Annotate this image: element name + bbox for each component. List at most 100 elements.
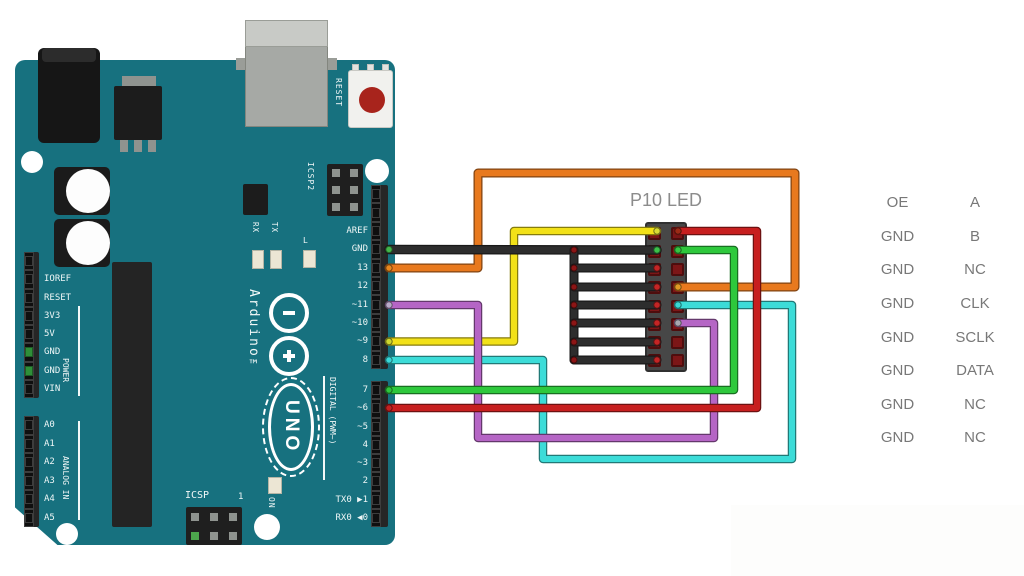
led-l-label: L (303, 236, 308, 245)
pin-hole[interactable] (371, 240, 381, 259)
wire-a-red-outline[interactable] (384, 226, 762, 413)
pin-hole[interactable] (371, 508, 381, 527)
digital-header-top[interactable] (371, 185, 388, 370)
pin-hole[interactable] (371, 399, 381, 418)
wire-gnd-black-main-outline[interactable] (384, 244, 662, 255)
p10-row-GND-DATA (647, 315, 685, 333)
logo-plus-icon (287, 350, 291, 362)
p10-pad-SCLK[interactable] (671, 299, 684, 313)
pin-hole[interactable] (24, 288, 34, 307)
digital-separator-line (323, 376, 325, 480)
p10-connector[interactable] (645, 222, 687, 372)
pin-hole[interactable] (24, 490, 34, 509)
pin-table-right-cell: NC (964, 261, 986, 279)
p10-pad-B[interactable] (671, 244, 684, 258)
wire-oe-yellow-outline[interactable] (384, 226, 662, 346)
wire-clk-orange[interactable] (385, 169, 799, 291)
pin-hole[interactable] (24, 306, 34, 325)
usb-chip (243, 184, 268, 215)
pin-hole[interactable] (24, 270, 34, 289)
p10-pad-GND[interactable] (648, 299, 661, 313)
pin-hole[interactable] (371, 332, 381, 351)
analog-header[interactable] (24, 416, 39, 527)
capacitor (54, 219, 110, 267)
power-header[interactable] (24, 252, 39, 398)
wire-clk-orange-outline[interactable] (384, 168, 800, 292)
wire-gnd-black-main[interactable] (385, 246, 661, 254)
on-led (268, 477, 282, 494)
p10-pad-OE[interactable] (648, 226, 661, 240)
wire-junction-dot (570, 264, 578, 272)
pin-hole[interactable] (24, 343, 34, 362)
p10-pad-NC[interactable] (671, 336, 684, 350)
pin-hole[interactable] (371, 203, 381, 222)
pin-hole[interactable] (371, 221, 381, 241)
uno-label: UNO (281, 399, 302, 455)
pin-hole[interactable] (24, 361, 34, 380)
reset-button-cap[interactable] (359, 87, 385, 113)
p10-pad-GND[interactable] (648, 336, 661, 350)
power-jack (38, 48, 100, 143)
digital-header-bottom[interactable] (371, 381, 388, 527)
p10-pad-CLK[interactable] (671, 281, 684, 295)
pin-label: 7 (362, 385, 368, 396)
arduino-brand: Arduino™ (246, 289, 261, 375)
pin-label: 4 (362, 439, 368, 450)
p10-row-GND-NC (647, 352, 685, 370)
power-separator-line (78, 306, 80, 396)
pin-label: GND (351, 244, 368, 255)
pin-hole[interactable] (371, 417, 381, 436)
p10-pad-NC[interactable] (671, 263, 684, 277)
regulator-leg (148, 140, 156, 152)
p10-pad-NC[interactable] (671, 354, 684, 368)
pin-hole[interactable] (24, 379, 34, 398)
pin-hole[interactable] (371, 435, 381, 454)
pin-hole[interactable] (24, 471, 34, 490)
pin-hole[interactable] (371, 258, 381, 278)
p10-pad-GND[interactable] (648, 263, 661, 277)
p10-pad-DATA[interactable] (671, 317, 684, 331)
pin-hole[interactable] (371, 185, 381, 204)
p10-pad-GND[interactable] (648, 244, 661, 258)
pin-label: AREF (346, 225, 368, 236)
pin-hole[interactable] (371, 490, 381, 509)
pin-hole[interactable] (371, 454, 381, 473)
pin-label: ~9 (357, 336, 368, 347)
pin-hole[interactable] (371, 472, 381, 491)
pin-hole[interactable] (24, 325, 34, 344)
uno-oval-dashed-ring (262, 377, 320, 477)
pin-hole[interactable] (371, 381, 381, 400)
pin-label: A3 (44, 475, 55, 486)
pin-table-right-cell: NC (964, 395, 986, 413)
pin-hole[interactable] (24, 416, 34, 435)
wire-a-red[interactable] (386, 228, 760, 411)
pin-hole[interactable] (371, 277, 381, 296)
pin-hole[interactable] (371, 313, 381, 333)
wire-junction-dot (570, 301, 578, 309)
p10-pad-GND[interactable] (648, 281, 661, 295)
pin-hole[interactable] (24, 453, 34, 472)
pin-table-left-cell: GND (880, 395, 915, 413)
p10-pad-GND[interactable] (648, 354, 661, 368)
uno-oval: UNO (268, 383, 314, 471)
wire-sclk-cyan-outline[interactable] (384, 300, 797, 464)
wire-oe-yellow[interactable] (386, 228, 660, 345)
pin-hole[interactable] (371, 295, 381, 314)
power-jack-top (42, 48, 96, 62)
pin-label (300, 203, 368, 221)
pin-hole[interactable] (24, 252, 34, 271)
regulator-tab (122, 76, 156, 88)
pin-hole[interactable] (24, 434, 34, 453)
pin-hole[interactable] (371, 350, 381, 370)
mounting-hole (365, 159, 389, 183)
logo-minus-icon (283, 311, 295, 315)
wire-sclk-cyan[interactable] (386, 302, 795, 462)
p10-pad-GND[interactable] (648, 317, 661, 331)
usb-connector-top (245, 20, 328, 47)
p10-pad-A[interactable] (671, 226, 684, 240)
pin-table-right-cell: SCLK (955, 328, 995, 346)
pin-hole[interactable] (24, 508, 34, 527)
